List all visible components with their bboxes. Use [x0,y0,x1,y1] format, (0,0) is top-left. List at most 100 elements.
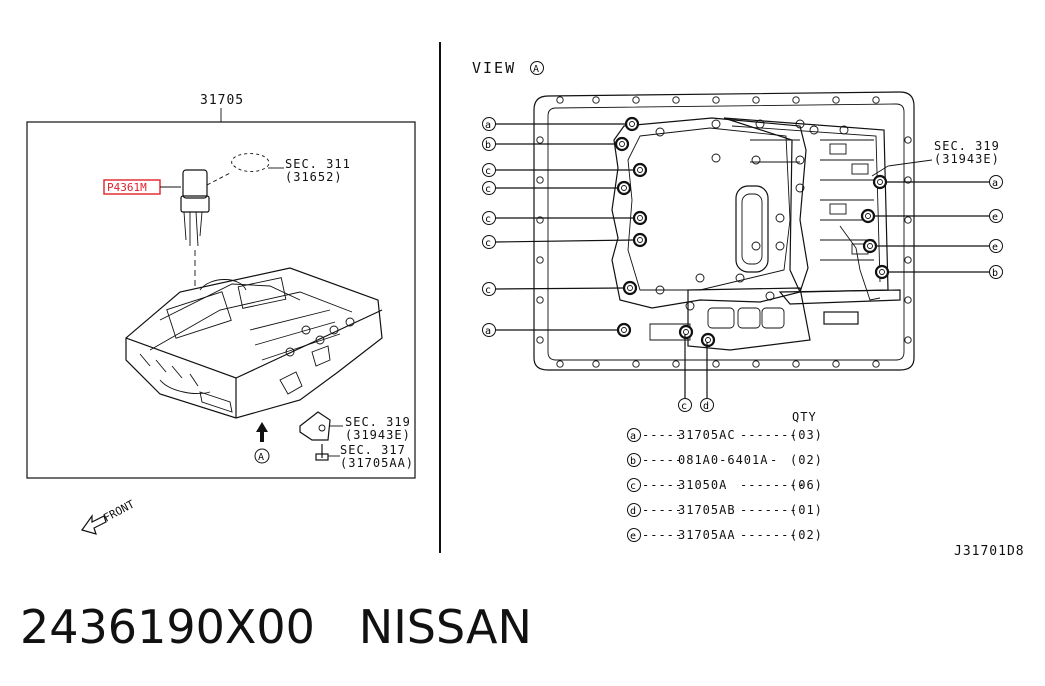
control-valve-block [723,117,933,301]
pan-hole [672,360,680,368]
right-marker-0: a [992,178,998,189]
parts-key: d [630,506,636,517]
left-marker-6: c [485,285,491,296]
sec-311-line1: SEC. 311 [285,157,351,171]
left-marker-circle [482,323,496,337]
right-marker-circle [989,209,1003,223]
screw [795,155,805,165]
oil-pan [533,91,915,371]
bottom-markers: c d [678,334,714,412]
pan-hole [536,256,544,264]
parts-leader-dashes: ----- [642,528,683,542]
highlighted-part-label[interactable]: P4361M [107,181,147,194]
bolt [616,180,632,196]
screw [695,273,705,283]
screw [711,119,721,129]
sec-311-line2: (31652) [285,170,343,184]
pan-hole [712,360,720,368]
parts-qty: (02) [790,453,823,467]
parts-number: 31705AA [678,528,736,542]
parts-number: 31705AB [678,503,736,517]
bolt [700,332,716,348]
parts-leader-dashes: ----- [642,428,683,442]
parts-key-circle [627,478,641,492]
left-marker-circle [482,211,496,225]
pan-hole [536,296,544,304]
screw [711,153,721,163]
parts-qty-dashes: ------- [740,428,798,442]
bolt-center [637,167,643,173]
diagram-code: J31701D8 [954,544,1025,559]
footer-brand: NISSAN [358,600,532,654]
bolt-center [619,141,625,147]
leader-line [494,239,635,243]
pan-hole [632,360,640,368]
sec-319-line2: (31943E) [345,428,411,442]
bolt-center [637,237,643,243]
pan-hole [904,256,912,264]
right-marker-circle [989,175,1003,189]
pan-hole [712,96,720,104]
pan-hole [904,136,912,144]
left-marker-circle [482,163,496,177]
parts-leader-dashes: ----- [642,503,683,517]
bottom-marker-1: d [703,401,709,412]
parts-qty-dashes: -------- [740,478,806,492]
parts-qty: (03) [790,428,823,442]
left-marker-7: a [485,326,491,337]
right-marker-circle [989,265,1003,279]
bolt-center [621,327,627,333]
screw [809,125,819,135]
bolt [632,210,648,226]
bolt-center [705,337,711,343]
screw [655,285,665,295]
parts-qty-dashes: - [770,453,778,467]
parts-key: e [630,531,636,542]
parts-key-circle [627,503,641,517]
sec-317-line2: (31705AA) [340,456,414,470]
left-marker-circle [482,282,496,296]
pan-hole [872,96,880,104]
qty-header: QTY [792,410,817,424]
pan-hole [832,96,840,104]
view-title: VIEW [472,59,516,77]
bolt-center [683,329,689,335]
screw [795,119,805,129]
left-marker-circle [482,235,496,249]
pan-hole [752,360,760,368]
left-marker-5: c [485,238,491,249]
right-marker-3: b [992,268,998,279]
screw [751,241,761,251]
pan-hole [904,176,912,184]
parts-qty: (02) [790,528,823,542]
bolt [862,238,878,254]
bolt [874,264,890,280]
bolt [622,280,638,296]
bolt-center [637,215,643,221]
bolt-center [867,243,873,249]
parts-list: a-----31705AC-------(03)b-----081A0-6401… [627,428,823,542]
pan-hole [752,96,760,104]
left-marker-circle [482,137,496,151]
left-panel: 31705 SEC. 311 (31652) P4361M [26,93,416,535]
bolt [624,116,640,132]
bolt [614,136,630,152]
pan-hole [556,360,564,368]
view-a-arrow: A [254,422,270,464]
left-marker-3: c [485,184,491,195]
parts-leader-dashes: ----- [642,453,683,467]
bolt [632,162,648,178]
parts-key-circle [627,528,641,542]
screw [775,213,785,223]
assembly-number: 31705 [200,93,244,108]
sec-319-line1: SEC. 319 [345,415,411,429]
pan-hole [536,176,544,184]
pan-hole [672,96,680,104]
pan-hole [792,360,800,368]
leader-line [494,287,625,290]
screw [795,183,805,193]
pan-hole [792,96,800,104]
parts-key: b [630,456,636,467]
bolt-center [621,185,627,191]
screw [685,301,695,311]
